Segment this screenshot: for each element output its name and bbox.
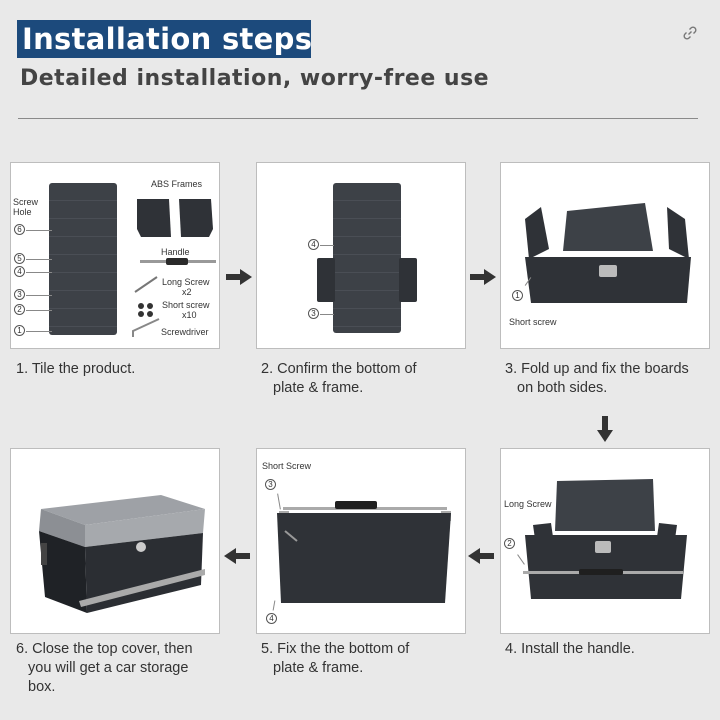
long-screw-label-line2: x2 bbox=[182, 287, 192, 297]
step-6-caption-line2: you will get a car storage bbox=[28, 660, 189, 676]
long-screw-label-line1: Long Screw bbox=[162, 277, 210, 287]
long-screw-callout: Long Screw bbox=[504, 499, 552, 509]
handle-label: Handle bbox=[161, 247, 190, 257]
step-6-caption-line1: 6. Close the top cover, then bbox=[16, 641, 193, 657]
marker-5-pointer bbox=[26, 259, 52, 260]
marker-4-pointer bbox=[26, 272, 52, 273]
right-frame bbox=[399, 258, 417, 302]
short-screw-label: Short screw x10 bbox=[162, 300, 210, 320]
screw-hole-label-line1: Screw bbox=[13, 197, 39, 207]
box-with-handle-image bbox=[523, 479, 687, 599]
step-5-caption-line1: 5. Fix the the bottom of bbox=[261, 641, 410, 657]
long-screw-label: Long Screw x2 bbox=[162, 277, 210, 297]
left-frame bbox=[317, 258, 335, 302]
short-screw-callout-2: Short Screw bbox=[262, 461, 312, 471]
page-subtitle: Detailed installation, worry-free use bbox=[20, 66, 490, 91]
marker-4: 4 bbox=[14, 266, 25, 277]
step-1-caption: 1. Tile the product. bbox=[16, 361, 136, 377]
step-5-caption: 5. Fix the the bottom of plate & frame. bbox=[261, 640, 409, 678]
marker-1-pointer bbox=[26, 331, 52, 332]
header-divider bbox=[18, 118, 698, 119]
screw-hole-label: Screw Hole bbox=[13, 197, 38, 217]
marker-3-step2: 3 bbox=[308, 308, 319, 319]
marker-3-pointer bbox=[26, 295, 52, 296]
screwdriver-label: Screwdriver bbox=[161, 327, 209, 337]
marker-5: 5 bbox=[14, 253, 25, 264]
arrow-icon-right-2 bbox=[470, 269, 496, 285]
step-5-caption-line2: plate & frame. bbox=[273, 660, 364, 676]
step-2-caption-line2: plate & frame. bbox=[273, 380, 364, 396]
step-3-panel: 1 Short screw bbox=[500, 162, 710, 349]
abs-frames-label: ABS Frames bbox=[151, 179, 203, 189]
step-3-caption-line1: 3. Fold up and fix the boards bbox=[505, 361, 689, 377]
short-screw-label-line1: Short screw bbox=[162, 300, 210, 310]
short-screw-callout: Short screw bbox=[509, 317, 557, 327]
abs-frames-image bbox=[137, 199, 213, 237]
marker-3: 3 bbox=[14, 289, 25, 300]
marker-2-pointer bbox=[26, 310, 52, 311]
arrow-icon-left-1 bbox=[468, 548, 494, 564]
step-6-panel bbox=[10, 448, 220, 634]
long-screw-image bbox=[134, 276, 158, 293]
step-2-caption-line1: 2. Confirm the bottom of bbox=[261, 361, 417, 377]
marker-3-step5: 3 bbox=[265, 479, 276, 490]
bottom-plate-image bbox=[277, 501, 451, 603]
step-2-caption: 2. Confirm the bottom of plate & frame. bbox=[261, 360, 417, 398]
marker-2-step4: 2 bbox=[504, 538, 515, 549]
screw-hole-label-line2: Hole bbox=[13, 207, 32, 217]
link-icon[interactable] bbox=[682, 25, 698, 41]
marker-4-step2: 4 bbox=[308, 239, 319, 250]
handle-image bbox=[140, 258, 216, 265]
marker-1: 1 bbox=[14, 325, 25, 336]
page-title: Installation steps bbox=[17, 20, 312, 58]
arrow-icon-down bbox=[597, 416, 613, 442]
step-5-panel: Short Screw 3 4 bbox=[256, 448, 466, 634]
finished-box-image bbox=[39, 495, 205, 613]
base-board-2 bbox=[333, 183, 401, 333]
marker-4-step5: 4 bbox=[266, 613, 277, 624]
short-screw-label-line2: x10 bbox=[182, 310, 197, 320]
step-3-caption: 3. Fold up and fix the boards on both si… bbox=[505, 360, 689, 398]
step-1-panel: Screw Hole 6 5 4 3 2 1 ABS Frames Handle… bbox=[10, 162, 220, 349]
screwdriver-image bbox=[132, 318, 160, 337]
step-6-caption: 6. Close the top cover, then you will ge… bbox=[16, 640, 193, 697]
marker-4-step2-pointer bbox=[320, 245, 334, 246]
short-screws-image bbox=[138, 303, 153, 317]
step-3-caption-line2: on both sides. bbox=[517, 380, 608, 396]
step-4-caption: 4. Install the handle. bbox=[505, 641, 635, 657]
marker-2: 2 bbox=[14, 304, 25, 315]
step-4-panel: Long Screw 2 bbox=[500, 448, 710, 634]
marker-6-pointer bbox=[26, 230, 52, 231]
arrow-icon-right-1 bbox=[226, 269, 252, 285]
step-2-panel: 4 3 bbox=[256, 162, 466, 349]
base-board bbox=[49, 183, 117, 335]
folded-box-image bbox=[525, 203, 691, 303]
marker-3-step2-pointer bbox=[320, 314, 334, 315]
marker-1-step3: 1 bbox=[512, 290, 523, 301]
marker-6: 6 bbox=[14, 224, 25, 235]
step-6-caption-line3: box. bbox=[28, 679, 56, 695]
arrow-icon-left-2 bbox=[224, 548, 250, 564]
